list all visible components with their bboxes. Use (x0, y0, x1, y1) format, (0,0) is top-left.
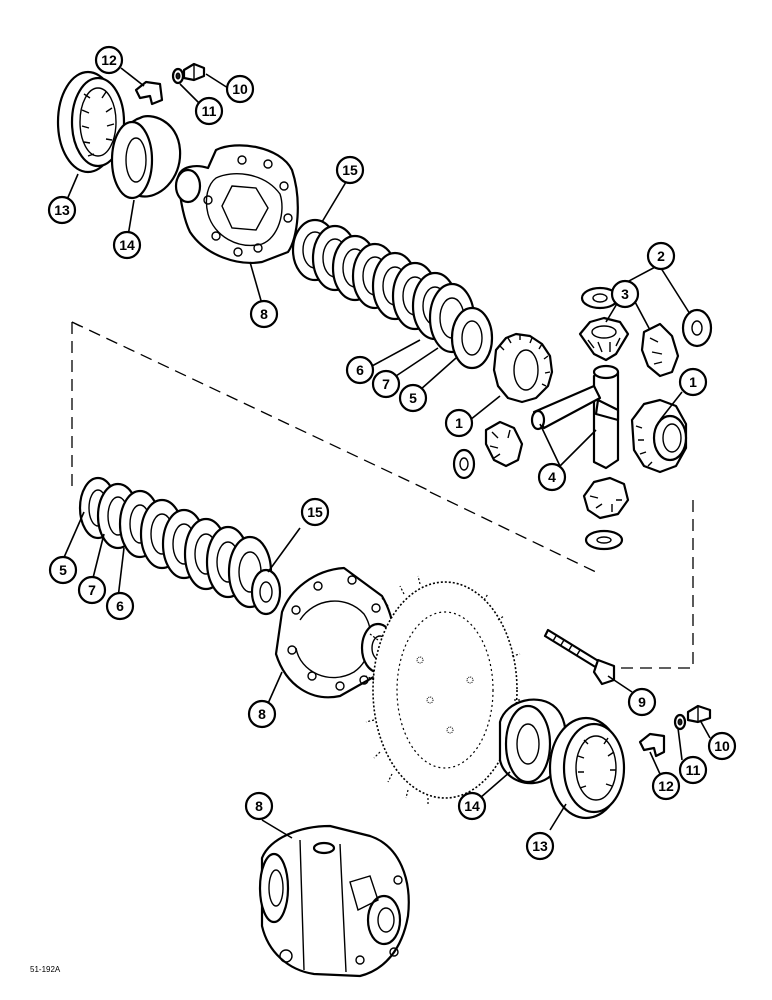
thrust-washer-left (452, 448, 476, 480)
bearing-cone-top (110, 115, 182, 200)
svg-text:5: 5 (409, 390, 417, 406)
lock-washer-bottom (673, 713, 687, 731)
svg-text:7: 7 (88, 582, 96, 598)
svg-text:10: 10 (714, 738, 730, 754)
svg-text:9: 9 (638, 694, 646, 710)
svg-text:14: 14 (464, 798, 480, 814)
callout-5-bottom: 5 (48, 555, 78, 585)
callout-3: 3 (610, 279, 640, 309)
svg-text:13: 13 (54, 202, 70, 218)
svg-text:3: 3 (621, 286, 629, 302)
clutch-pack-bottom (78, 476, 282, 616)
svg-text:15: 15 (342, 162, 358, 178)
ring-gear (365, 575, 522, 806)
svg-text:10: 10 (232, 81, 248, 97)
svg-text:8: 8 (260, 306, 268, 322)
svg-text:8: 8 (255, 798, 263, 814)
callout-13-bottom: 13 (525, 831, 555, 861)
callout-1-left: 1 (444, 408, 474, 438)
thrust-washer-right (681, 308, 713, 348)
callout-12-bottom: 12 (651, 771, 681, 801)
svg-text:1: 1 (455, 415, 463, 431)
callout-4: 4 (537, 462, 567, 492)
assembly-dash-outline (71, 321, 694, 669)
callout-7-bottom: 7 (77, 575, 107, 605)
callout-15-top: 15 (335, 155, 365, 185)
pinion-gear-left (484, 420, 524, 468)
svg-text:4: 4 (548, 469, 556, 485)
callout-8-top: 8 (249, 299, 279, 329)
svg-text:1: 1 (689, 374, 697, 390)
bolt-bottom (686, 704, 712, 724)
pinion-gear-top (578, 316, 630, 362)
callout-6-top: 6 (345, 355, 375, 385)
svg-text:8: 8 (258, 706, 266, 722)
callout-1-right: 1 (678, 367, 708, 397)
clutch-pack-top (291, 218, 494, 370)
callout-10-top: 10 (225, 74, 255, 104)
figure-code: 51-192A (30, 965, 61, 974)
lock-tab-bottom (638, 732, 666, 758)
callout-11-bottom: 11 (678, 755, 708, 785)
thrust-washer-bottom (584, 529, 624, 551)
svg-text:12: 12 (101, 52, 117, 68)
bolt-top (182, 62, 206, 82)
svg-text:11: 11 (202, 103, 217, 119)
callout-2: 2 (646, 241, 676, 271)
cross-shaft (530, 364, 620, 470)
side-gear-right (630, 398, 688, 474)
callout-7-top: 7 (371, 369, 401, 399)
pinion-gear-right (640, 322, 680, 378)
svg-text:14: 14 (119, 237, 135, 253)
callout-15-bottom: 15 (300, 497, 330, 527)
callout-8-bottom: 8 (244, 791, 274, 821)
differential-case-assembled (258, 824, 410, 978)
svg-text:13: 13 (532, 838, 548, 854)
side-gear-left (492, 332, 554, 404)
svg-text:11: 11 (686, 762, 701, 778)
svg-text:15: 15 (307, 504, 323, 520)
bearing-cup-top (56, 70, 126, 174)
callout-8-middle: 8 (247, 699, 277, 729)
callout-5-top: 5 (398, 383, 428, 413)
callout-10-bottom: 10 (707, 731, 737, 761)
callout-11-top: 11 (194, 96, 224, 126)
svg-text:12: 12 (658, 778, 674, 794)
svg-text:7: 7 (382, 376, 390, 392)
svg-text:5: 5 (59, 562, 67, 578)
callout-14-bottom: 14 (457, 791, 487, 821)
ring-gear-bolt (543, 628, 616, 686)
callout-12-top: 12 (94, 45, 124, 75)
bearing-cup-bottom (548, 716, 626, 820)
callout-13-top: 13 (47, 195, 77, 225)
svg-text:6: 6 (116, 598, 124, 614)
lock-washer-top (171, 67, 185, 85)
pinion-gear-bottom (582, 476, 630, 520)
svg-text:2: 2 (657, 248, 665, 264)
assembly-dash-diagonal (429, 491, 601, 575)
callout-9: 9 (627, 687, 657, 717)
svg-text:6: 6 (356, 362, 364, 378)
callout-14-top: 14 (112, 230, 142, 260)
lock-tab-top (134, 80, 164, 106)
differential-case-top (174, 144, 299, 264)
callout-6-bottom: 6 (105, 591, 135, 621)
